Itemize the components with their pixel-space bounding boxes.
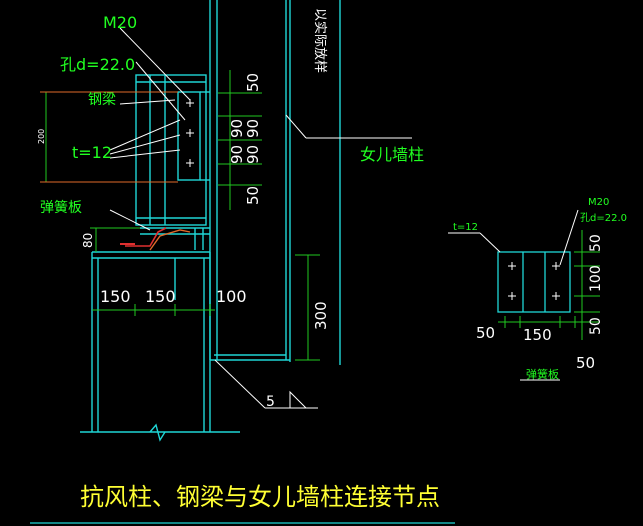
bolt-label: M20: [103, 13, 137, 32]
hole-label: 孔d=22.0: [60, 55, 135, 74]
bolt-marker: [552, 292, 560, 300]
dim-bolt-spacing: 50: [244, 186, 262, 205]
bolt-marker: [508, 262, 516, 270]
weld-symbol: [289, 390, 308, 409]
spring-plate: [120, 227, 191, 251]
side-detail: [497, 251, 571, 313]
dim-bolt-spacing: 90: [244, 145, 262, 164]
side-bolts: [508, 262, 560, 300]
side-dim-horizontal: 150: [523, 326, 552, 344]
side-plate-thickness: t=12: [453, 222, 478, 233]
parapet-column-label: 女儿墙柱: [360, 145, 424, 164]
weld-size: 5: [266, 394, 275, 410]
drawing-title: 抗风柱、钢梁与女儿墙柱连接节点: [80, 483, 440, 511]
dim-beam-height: 200: [37, 129, 46, 144]
side-dim-vertical: 100: [588, 265, 604, 292]
side-dim-vertical: 50: [588, 234, 604, 252]
bolt-marker: [186, 159, 194, 167]
plate-thickness-label: t=12: [72, 143, 112, 162]
side-dim-horizontal: 50: [576, 354, 595, 372]
dimension-lines: [40, 70, 320, 361]
side-labels: M20 孔d=22.0 t=12 50 100 50 50 150 50 弹簧板: [453, 197, 627, 381]
dim-base-height: 80: [81, 233, 95, 248]
dim-column-length: 300: [312, 301, 330, 330]
dim-bottom: 100: [216, 287, 247, 306]
dim-bolt-spacing: 90: [244, 119, 262, 138]
vertical-note: 以实际放样: [312, 8, 327, 73]
side-leaders: [448, 209, 579, 381]
main-labels: M20 孔d=22.0 钢梁 t=12 弹簧板 女儿墙柱 以实际放样 200 8…: [37, 8, 424, 410]
break-line: [149, 423, 166, 442]
side-dim-horizontal: 50: [476, 324, 495, 342]
side-dim-vertical: 50: [588, 317, 604, 335]
dim-bolt-spacing: 90: [228, 119, 246, 138]
dim-bottom: 150: [100, 287, 131, 306]
dim-bottom: 150: [145, 287, 176, 306]
side-hole-label: 孔d=22.0: [580, 212, 627, 224]
bolt-marker: [186, 129, 194, 137]
bolt-marker: [186, 99, 194, 107]
bolt-marker: [508, 292, 516, 300]
side-dimension-lines: [498, 230, 600, 340]
side-bolt-label: M20: [588, 197, 609, 208]
side-plate-label: 弹簧板: [526, 367, 559, 381]
spring-plate-label: 弹簧板: [40, 200, 82, 216]
steel-beam-label: 钢梁: [88, 92, 116, 108]
dim-bolt-spacing: 50: [244, 73, 262, 92]
dim-bolt-spacing: 90: [228, 145, 246, 164]
bolt-group: [186, 99, 194, 167]
bolt-marker: [552, 262, 560, 270]
